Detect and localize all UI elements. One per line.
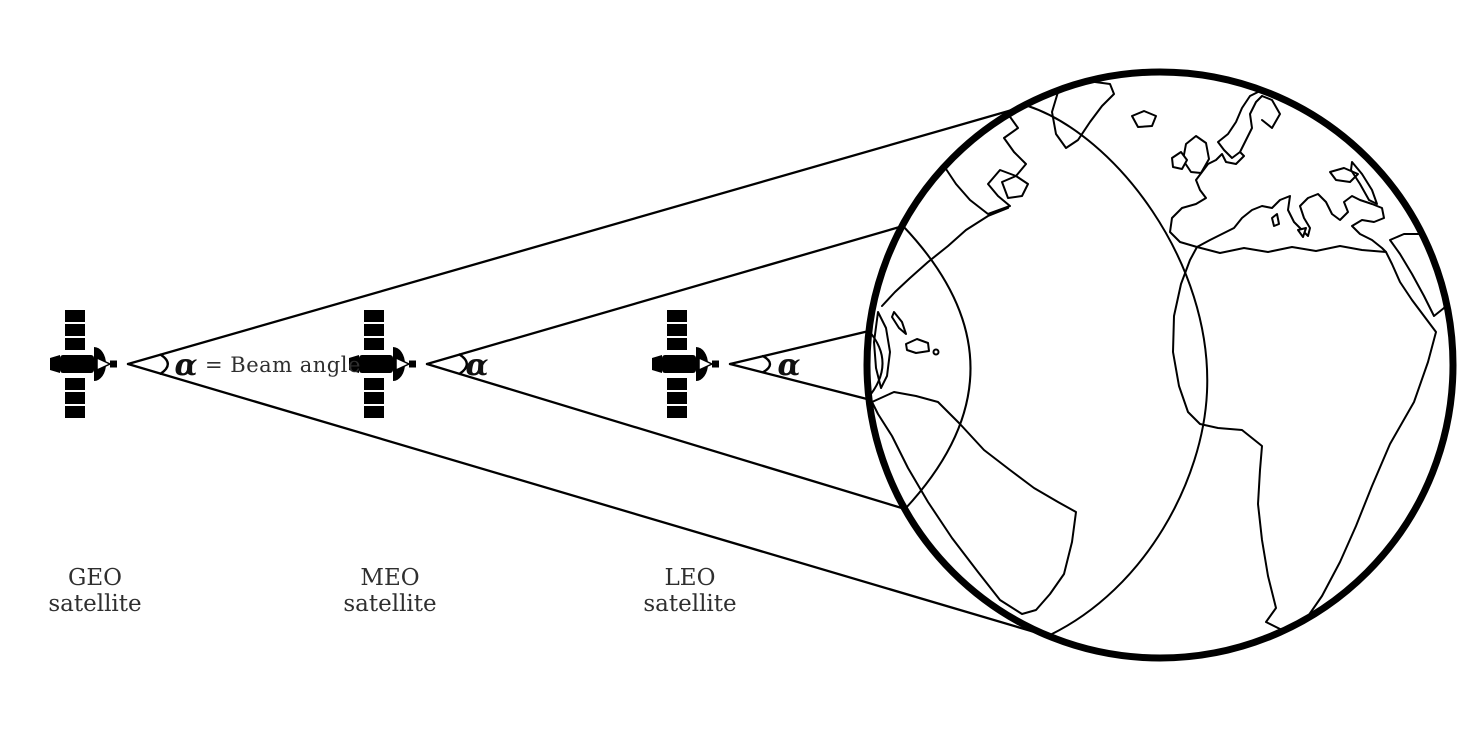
geo-alpha-symbol: α — [174, 348, 197, 383]
globe-outline — [863, 68, 1457, 662]
north-america-coastline — [881, 207, 1009, 307]
meo-beam-upper-line — [425, 224, 905, 366]
island-puerto-rico — [932, 348, 940, 356]
continents — [871, 79, 1450, 631]
island-hispaniola — [905, 338, 930, 354]
leo-beam-upper-line — [728, 329, 871, 366]
satellite-icon-leo — [651, 309, 720, 419]
satellite-icon-geo — [49, 309, 118, 419]
leo-alpha-symbol: α — [777, 348, 800, 383]
beam-angle-markers — [159, 353, 772, 375]
island-cuba — [873, 311, 891, 389]
island-bahamas — [891, 311, 907, 335]
beam-angle-definition: = Beam angle — [205, 353, 361, 377]
continent-africa — [1172, 245, 1437, 631]
finland-coastline — [1261, 95, 1281, 129]
leo-satellite-type: satellite — [643, 591, 736, 617]
meo-alpha-symbol: α — [465, 348, 488, 383]
meo-satellite-name: MEO — [360, 565, 419, 591]
earth-globe — [863, 68, 1457, 662]
caspian-sea-outline — [1350, 161, 1378, 205]
meo-satellite-type: satellite — [343, 591, 436, 617]
meo-beam-lower-line — [425, 362, 907, 511]
island-sicily — [1297, 227, 1307, 238]
island-ireland — [1171, 151, 1188, 170]
geo-satellite-name: GEO — [68, 565, 122, 591]
geo-angle-arc — [159, 353, 169, 375]
leo-satellite-name: LEO — [665, 565, 716, 591]
leo-coverage-arc — [866, 330, 884, 400]
island-iceland — [1131, 110, 1157, 128]
coverage-arcs — [866, 105, 1209, 636]
geo-beam-lower-line — [126, 362, 1050, 638]
black-sea-outline — [1329, 167, 1359, 183]
geo-beam-upper-line — [126, 104, 1028, 366]
geo-coverage-arc — [1027, 105, 1209, 636]
leo-beam-lower-line — [728, 362, 869, 401]
geo-satellite-type: satellite — [48, 591, 141, 617]
meo-angle-arc — [458, 353, 468, 375]
island-newfoundland — [1001, 175, 1029, 199]
continent-greenland — [1051, 79, 1115, 149]
europe-coastline — [1169, 89, 1387, 253]
island-sardinia — [1271, 213, 1280, 227]
satellite-captions: GEO satellite MEO satellite LEO satellit… — [48, 565, 736, 617]
beam-cones — [126, 104, 1050, 638]
leo-angle-arc — [761, 354, 772, 374]
meo-coverage-arc — [902, 225, 972, 510]
